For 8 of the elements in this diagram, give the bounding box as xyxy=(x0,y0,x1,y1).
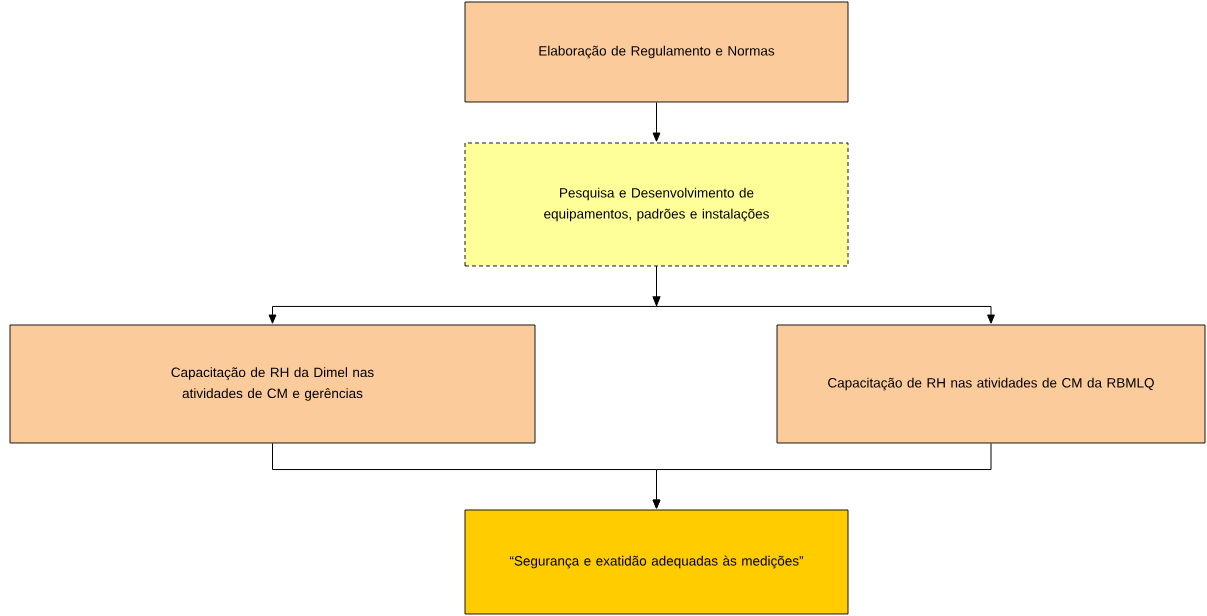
process-box: Capacitação de RH da Dimel nas atividades de CM e gerências xyxy=(9,324,536,444)
arrow xyxy=(652,101,661,142)
dashed-box: Pesquisa e Desenvolvimento de equipamentos, padrões e instalações xyxy=(464,142,849,267)
arrow xyxy=(652,442,992,509)
process-box: Capacitação de RH nas atividades de CM da RBMLQ xyxy=(776,324,1206,444)
arrow xyxy=(652,265,995,324)
process-box: “Segurança e exatidão adequadas às medições” xyxy=(464,509,849,615)
process-box: Elaboração de Regulamento e Normas xyxy=(464,1,849,103)
